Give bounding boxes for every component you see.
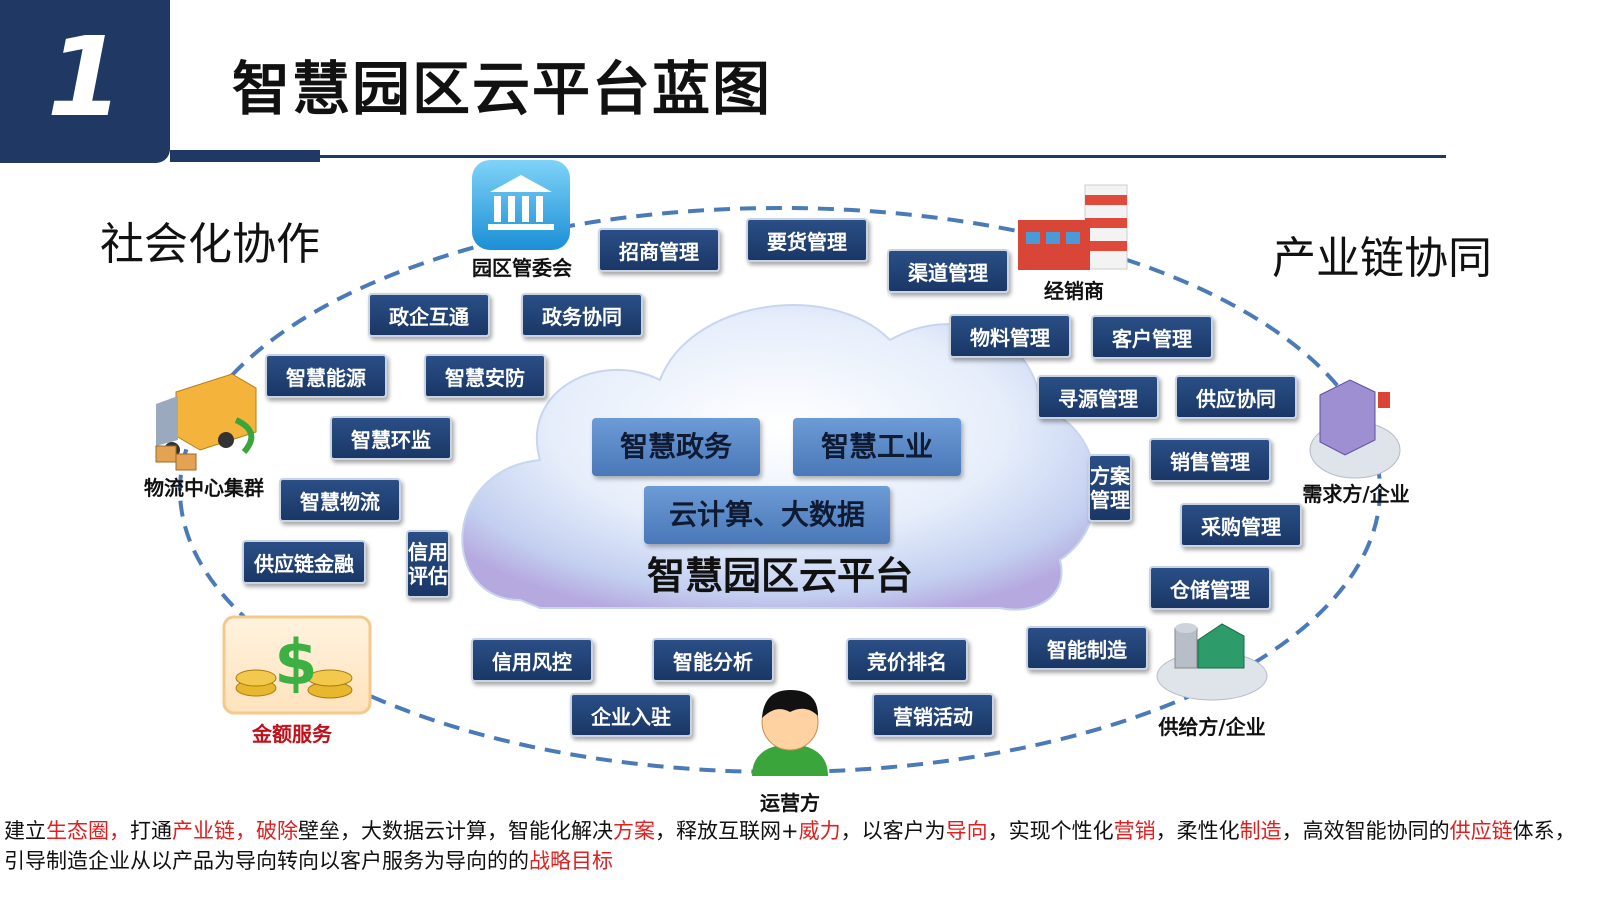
cloud-box-smart-industry: 智慧工业 [793, 418, 961, 476]
footer-highlight: 生态圈， [46, 819, 130, 843]
footer-highlight: 产业链， [172, 819, 256, 843]
tag-sales-management: 销售管理 [1149, 438, 1271, 482]
tag-smart-logistics: 智慧物流 [279, 478, 401, 522]
right-side-label: 产业链协同 [1272, 233, 1492, 284]
node-label-dealer: 经销商 [1044, 279, 1104, 303]
tag-sourcing-management: 寻源管理 [1037, 375, 1159, 419]
tag-bidding-ranking: 竞价排名 [846, 638, 968, 682]
footer-text: ，高效智能协同的 [1281, 819, 1450, 843]
footer-highlight: 制造 [1239, 819, 1282, 843]
footer-text: 建立 [4, 819, 46, 843]
money-icon: $ [222, 615, 372, 715]
node-label-park-committee: 园区管委会 [472, 256, 572, 280]
tag-investment-management: 招商管理 [598, 228, 720, 272]
tag-channel-management: 渠道管理 [887, 249, 1009, 293]
footer-text: 壁垒，大数据云计算，智能化解决 [298, 819, 613, 843]
title-underline [320, 155, 1446, 158]
cloud-box-smart-government: 智慧政务 [592, 418, 760, 476]
tag-smart-manufacturing: 智能制造 [1026, 626, 1148, 670]
tag-solution-management: 方案管理 [1088, 454, 1132, 522]
supplier-factory-icon [1156, 623, 1268, 701]
operator-person-icon [752, 690, 828, 776]
footer-highlight: 供应链 [1449, 819, 1513, 843]
footer-text: 打通 [130, 819, 172, 843]
tag-credit-assessment: 信用评估 [406, 530, 450, 598]
tag-smart-security: 智慧安防 [424, 354, 546, 398]
title-underline-thick [170, 150, 320, 162]
government-building-icon [472, 160, 570, 250]
footer-text: ，释放互联网+ [655, 819, 799, 843]
tag-gov-collaboration: 政务协同 [521, 293, 643, 337]
footer-text: ，实现个性化 [987, 819, 1114, 843]
footer-highlight: 战略目标 [529, 849, 613, 873]
footer-text: ，以客户为 [840, 819, 946, 843]
tag-credit-risk-control: 信用风控 [471, 638, 593, 682]
tag-supply-collaboration: 供应协同 [1175, 375, 1297, 419]
tag-enterprise-settlement: 企业入驻 [570, 693, 692, 737]
node-label-logistics-cluster: 物流中心集群 [144, 476, 264, 500]
cloud-shape [461, 304, 1098, 611]
demand-enterprise-icon [1309, 379, 1401, 479]
footer-highlight: 导向 [945, 819, 988, 843]
node-label-operator: 运营方 [760, 791, 820, 815]
factory-icon [1018, 184, 1128, 270]
tag-smart-energy: 智慧能源 [265, 354, 387, 398]
tag-gov-enterprise-link: 政企互通 [368, 293, 490, 337]
page-title: 智慧园区云平台蓝图 [232, 55, 773, 123]
tag-supply-chain-finance: 供应链金融 [242, 540, 366, 584]
footer-highlight: 破除 [256, 819, 298, 843]
footer-highlight: 方案 [613, 819, 655, 843]
footer-highlight: 威力 [798, 819, 841, 843]
section-number: 1 [46, 13, 124, 141]
node-label-supply-enterprise: 供给方/企业 [1158, 715, 1266, 739]
node-label-financial-service: 金额服务 [252, 722, 332, 746]
footer-text: 体系，引导制造企业从以产品为导向转向以客户服务为导向的的 [4, 819, 1576, 873]
tag-smart-env-monitoring: 智慧环监 [330, 416, 452, 460]
node-label-demand-enterprise: 需求方/企业 [1302, 482, 1410, 506]
footer-description: 建立生态圈，打通产业链，破除壁垒，大数据云计算，智能化解决方案，释放互联网+威力… [4, 816, 1596, 876]
footer-text: ，柔性化 [1155, 819, 1240, 843]
footer-highlight: 营销 [1113, 819, 1156, 843]
svg-text:$: $ [274, 626, 317, 699]
left-side-label: 社会化协作 [100, 219, 320, 270]
tag-customer-management: 客户管理 [1091, 315, 1213, 359]
logistics-truck-icon [155, 373, 257, 471]
tag-marketing-activity: 营销活动 [872, 693, 994, 737]
tag-procurement-management: 采购管理 [1180, 503, 1302, 547]
cloud-box-cloud-bigdata: 云计算、大数据 [644, 486, 890, 544]
cloud-platform-label: 智慧园区云平台 [646, 554, 913, 598]
section-number-block: 1 [0, 0, 170, 163]
tag-smart-analysis: 智能分析 [652, 638, 774, 682]
tag-order-management: 要货管理 [746, 218, 868, 262]
tag-warehouse-management: 仓储管理 [1149, 566, 1271, 610]
tag-material-management: 物料管理 [949, 314, 1071, 358]
